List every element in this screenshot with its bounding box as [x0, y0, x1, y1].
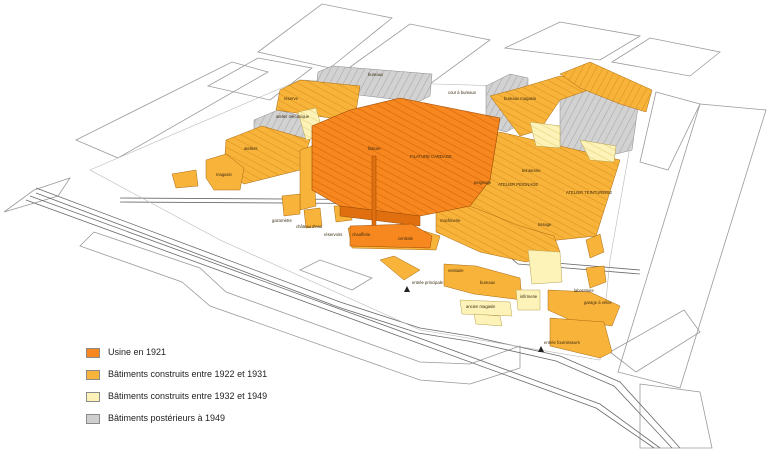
label-centrale: centrale — [398, 236, 414, 241]
label-laboratoire: laboratoire — [574, 288, 594, 293]
label-magasin: magasin — [216, 172, 232, 177]
label-teinturerie: teinturerie — [522, 168, 541, 173]
legend-label: Bâtiments postérieurs à 1949 — [108, 413, 226, 423]
entrance-markers — [404, 286, 544, 352]
label-vestiaire: vestiaire — [448, 268, 464, 273]
legend-swatch — [86, 392, 100, 402]
label-ateliers: ateliers — [244, 146, 258, 151]
label-atelier-teinturerie: ATELIER TEINTURERIE — [566, 190, 612, 195]
legend-label: Bâtiments construits entre 1932 et 1949 — [108, 391, 268, 401]
entrance-principale-marker — [404, 286, 410, 292]
label-reservoirs: réservoirs — [324, 232, 342, 237]
buildings-1932-1949 — [297, 107, 617, 327]
label-gazometre: gazomètre — [272, 218, 292, 223]
legend-item-usine-1921: Usine en 1921 — [86, 344, 366, 366]
label-garage-velos: garage à vélos — [584, 300, 611, 305]
building-labels: bureaux bureaux magasin cour à bureaux r… — [216, 72, 612, 345]
legend-swatch — [86, 348, 100, 358]
label-peignage: peignage — [474, 180, 492, 185]
label-infirmerie: infirmerie — [520, 294, 538, 299]
label-reserve: réserve — [284, 96, 299, 101]
legend-label: Usine en 1921 — [108, 347, 167, 357]
label-entree-principale: entrée principale — [412, 280, 444, 285]
label-bureaux-bas: bureaux — [480, 280, 496, 285]
label-chaufferie: chaufferie — [352, 232, 371, 237]
label-atelier-peignage: ATELIER PEIGNAGE — [498, 182, 538, 187]
label-entree-fournisseurs: entrée fournisseurs — [544, 340, 580, 345]
legend: Usine en 1921 Bâtiments construits entre… — [86, 344, 366, 432]
label-filature: filature — [368, 146, 381, 151]
label-bureaux-top: bureaux — [368, 72, 384, 77]
label-tissage: tissage — [538, 222, 552, 227]
label-chateau-eau: château d'eau — [296, 224, 323, 229]
street-blocks — [3, 3, 767, 449]
legend-item-1932-1949: Bâtiments construits entre 1932 et 1949 — [86, 388, 366, 410]
legend-label: Bâtiments construits entre 1922 et 1931 — [108, 369, 268, 379]
label-ancien-magasin: ancien magasin — [466, 304, 496, 309]
label-atelier-mecanique: atelier mécanique — [276, 114, 310, 119]
legend-item-1922-1931: Bâtiments construits entre 1922 et 1931 — [86, 366, 366, 388]
label-filature-cardage: FILATURE CARDAGE — [410, 154, 452, 159]
entrance-fournisseurs-marker — [538, 346, 544, 352]
legend-swatch — [86, 370, 100, 380]
buildings-1921 — [311, 97, 501, 249]
label-machinerie: machinerie — [440, 218, 461, 223]
legend-item-post-1949: Bâtiments postérieurs à 1949 — [86, 410, 366, 432]
legend-swatch — [86, 414, 100, 424]
label-bureaux-magasin: bureaux magasin — [504, 96, 537, 101]
label-cour-bureaux: cour à bureaux — [448, 90, 477, 95]
